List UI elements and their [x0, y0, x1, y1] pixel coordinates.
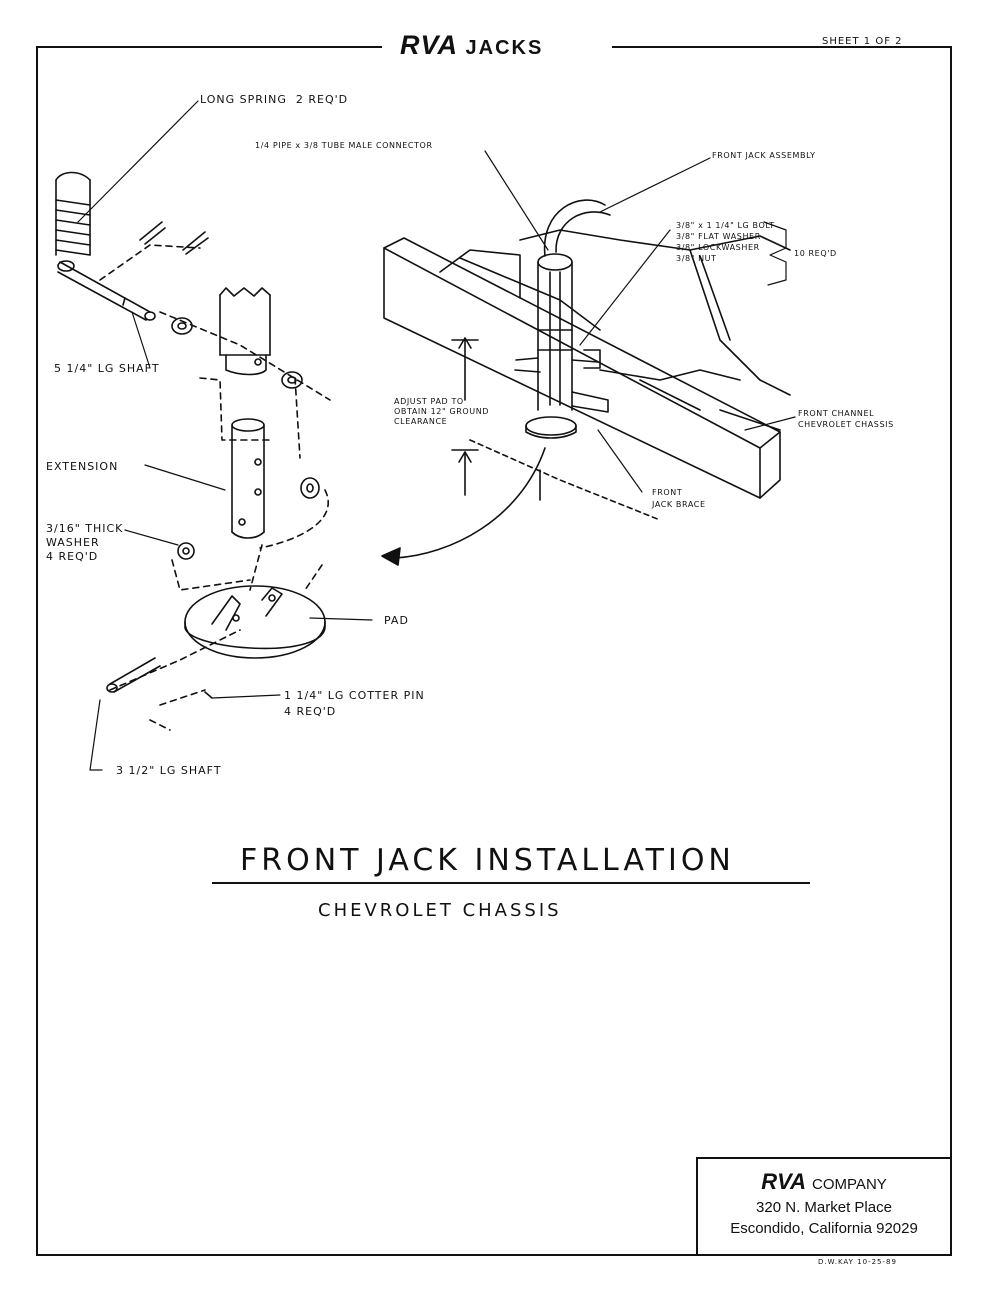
label-shaft-short: 3 1/2" LG SHAFT — [116, 764, 222, 777]
label-shaft-long: 5 1/4" LG SHAFT — [54, 362, 160, 375]
company-name: COMPANY — [812, 1176, 887, 1193]
company-address: 320 N. Market Place — [756, 1199, 892, 1216]
detail-arrow — [394, 447, 546, 559]
drawing-frame — [36, 46, 952, 1256]
washers-art — [171, 317, 320, 560]
pad-art — [184, 585, 326, 659]
spring-shaft-art — [55, 171, 156, 321]
label-extension: EXTENSION — [46, 460, 119, 473]
company-city: Escondido, California 92029 — [730, 1220, 918, 1237]
company-name-line: RVA COMPANY — [698, 1169, 950, 1195]
company-brand: RVA — [761, 1169, 807, 1194]
cotter-pin-top-2 — [182, 231, 209, 255]
label-bolt: 3/8" x 1 1/4" LG BOLT — [676, 221, 775, 230]
sheet-number: SHEET 1 OF 2 — [822, 36, 903, 48]
label-pipe-connector: 1/4 PIPE x 3/8 TUBE MALE CONNECTOR — [255, 141, 433, 150]
label-lockwasher: 3/8" LOCKWASHER — [676, 243, 760, 252]
label-hardware-list: 3/8" x 1 1/4" LG BOLT 3/8" FLAT WASHER 3… — [676, 220, 775, 264]
frame-top-right-line — [612, 46, 950, 48]
label-ten-reqd: 10 REQ'D — [794, 249, 837, 258]
page-title: FRONT JACK INSTALLATION — [240, 843, 735, 878]
label-pad: PAD — [384, 614, 409, 627]
title-underline — [212, 882, 810, 884]
label-long-spring: LONG SPRING 2 REQ'D — [200, 93, 349, 106]
chassis-frame-art — [383, 229, 791, 521]
page-subtitle: CHEVROLET CHASSIS — [318, 900, 562, 921]
label-cotter-pin: 1 1/4" LG COTTER PIN 4 REQ'D — [284, 689, 425, 718]
label-nut: 3/8" NUT — [676, 254, 717, 263]
leader-lines — [77, 100, 796, 771]
alignment-lines — [99, 244, 331, 731]
cotter-pin-top-1 — [139, 221, 166, 245]
lower-shaft-art — [109, 657, 161, 693]
drafter-signature: D.W.KAY 10-25-89 — [818, 1258, 897, 1266]
upper-tube-art — [219, 287, 271, 376]
jack-assembly-art — [514, 199, 611, 439]
extension-tube-art — [231, 418, 265, 539]
label-front-jack-brace: FRONT JACK BRACE — [652, 488, 706, 509]
company-block: RVA COMPANY 320 N. Market Place Escondido… — [696, 1157, 950, 1256]
label-front-channel: FRONT CHANNEL CHEVROLET CHASSIS — [798, 409, 894, 429]
clearance-arrows — [451, 337, 479, 496]
label-flat-washer: 3/8" FLAT WASHER — [676, 232, 761, 241]
cotter-pin-lower — [204, 691, 213, 699]
label-adjust-pad: ADJUST PAD TO OBTAIN 12" GROUND CLEARANC… — [394, 397, 490, 426]
detail-arrowhead — [381, 547, 401, 566]
label-front-jack-assembly: FRONT JACK ASSEMBLY — [712, 151, 816, 160]
label-thick-washer: 3/16" THICK WASHER 4 REQ'D — [46, 522, 124, 563]
brand-title: RVA JACKS — [400, 30, 544, 60]
frame-top-left-line — [36, 46, 382, 48]
lower-shaft-end — [106, 683, 118, 693]
